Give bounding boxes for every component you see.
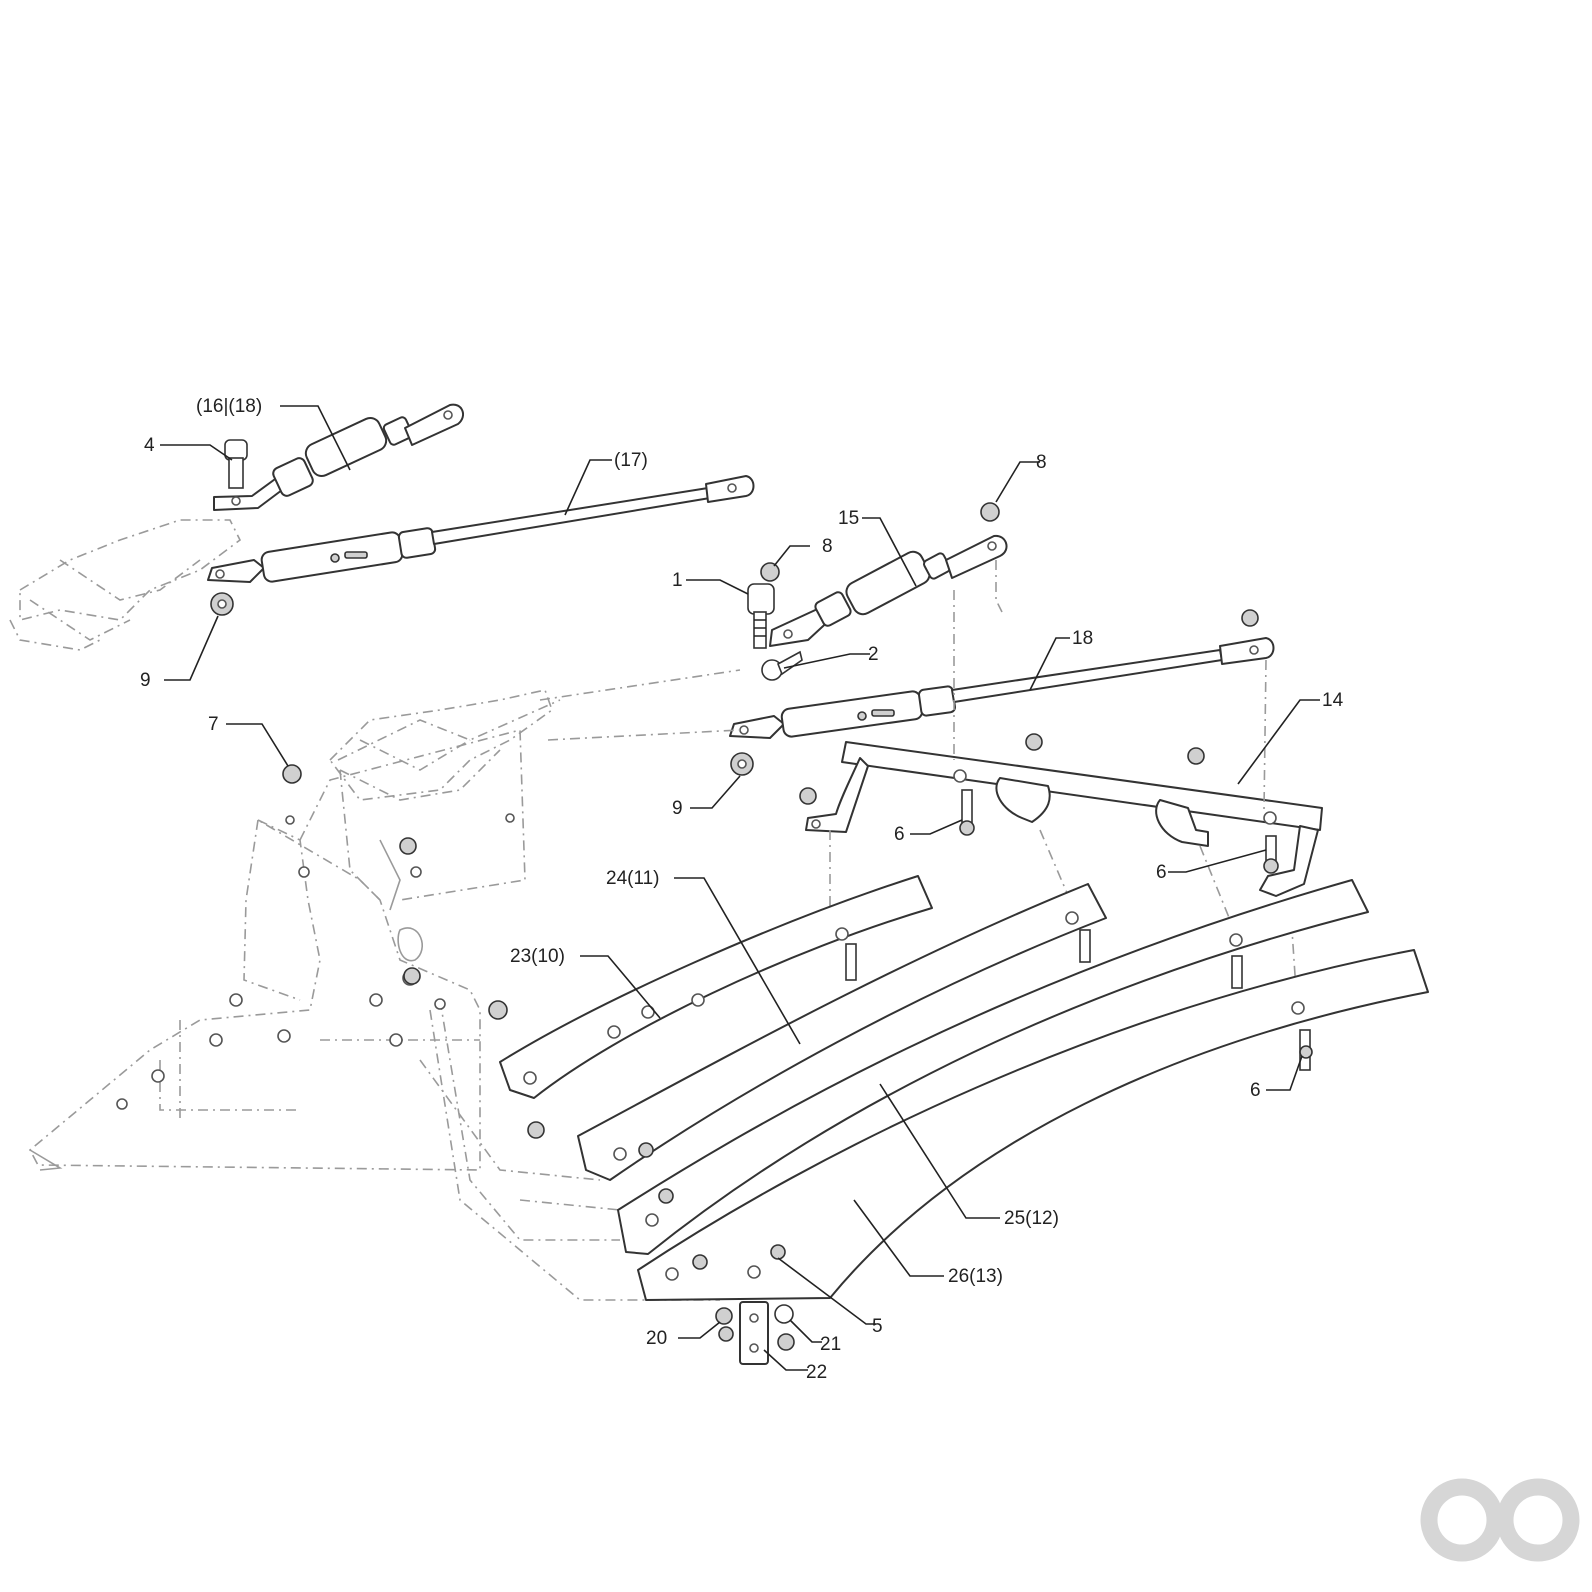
callout-labels: (16|(18) 4 (17) 8 15 8 1 2 9 18 14 7 9 6… [140,396,1344,1383]
mouldboard-strip-24-11 [577,883,1107,1181]
label-6-a: 6 [894,824,905,845]
label-1: 1 [672,570,683,591]
label-8-mid: 8 [822,536,833,557]
mouldboard-strip-26-13 [637,949,1429,1301]
label-21: 21 [820,1334,841,1355]
clamp-plate-22 [739,1301,769,1365]
pin-4 [224,439,248,489]
turnbuckle-15 [769,534,1008,647]
label-18: 18 [1072,628,1093,649]
nut-body [488,1000,508,1020]
assembly-guide-lines [539,560,1297,991]
label-15: 15 [838,508,859,529]
bolt-6-right [1263,835,1279,874]
label-7: 7 [208,714,219,735]
label-4: 4 [144,435,155,456]
bolt-6-upper [959,789,975,836]
nut-14-a [799,787,817,805]
pin-2 [761,650,803,681]
hinge-bracket-lower [328,689,553,801]
nut-14-b [1025,733,1043,751]
nut-18-end [1241,609,1259,627]
label-20: 20 [646,1328,667,1349]
label-9-lower: 9 [672,798,683,819]
nut-14-c [1187,747,1205,765]
label-24-11: 24(11) [606,868,660,889]
bolt-20 [715,1307,734,1342]
nut-7 [282,764,302,784]
label-17: (17) [614,450,648,471]
hinge-bracket-upper [9,519,242,651]
nut-8-small [760,562,780,582]
support-bar-14 [805,741,1323,897]
label-14: 14 [1322,690,1344,711]
label-26-13: 26(13) [948,1266,1003,1287]
leader-lines [160,405,1320,1371]
hinge-bolt-1 [747,583,775,649]
washer-9-lower [730,752,754,776]
nut-body-b [403,967,421,985]
washer-9-upper [210,592,234,616]
label-5: 5 [872,1316,883,1337]
label-8-top: 8 [1036,452,1047,473]
ao-logo-icon [1420,1478,1580,1562]
label-6-b: 6 [1156,862,1167,883]
nut-bracket [399,837,417,855]
adjuster-rod-18 [729,637,1275,739]
nut-8-top [980,502,1000,522]
label-25-12: 25(12) [1004,1208,1059,1229]
turnbuckle-16-18 [213,403,465,511]
nut-21 [774,1304,795,1351]
label-23-10: 23(10) [510,946,565,967]
label-2: 2 [868,644,879,665]
mouldboard-strip-25-12 [617,879,1369,1255]
label-16-18: (16|(18) [196,396,262,417]
adjuster-rod-17 [207,475,755,583]
label-22: 22 [806,1362,827,1383]
label-9-upper: 9 [140,670,151,691]
mouldboard-strip-23-10 [499,875,933,1139]
label-6-c: 6 [1250,1080,1261,1101]
